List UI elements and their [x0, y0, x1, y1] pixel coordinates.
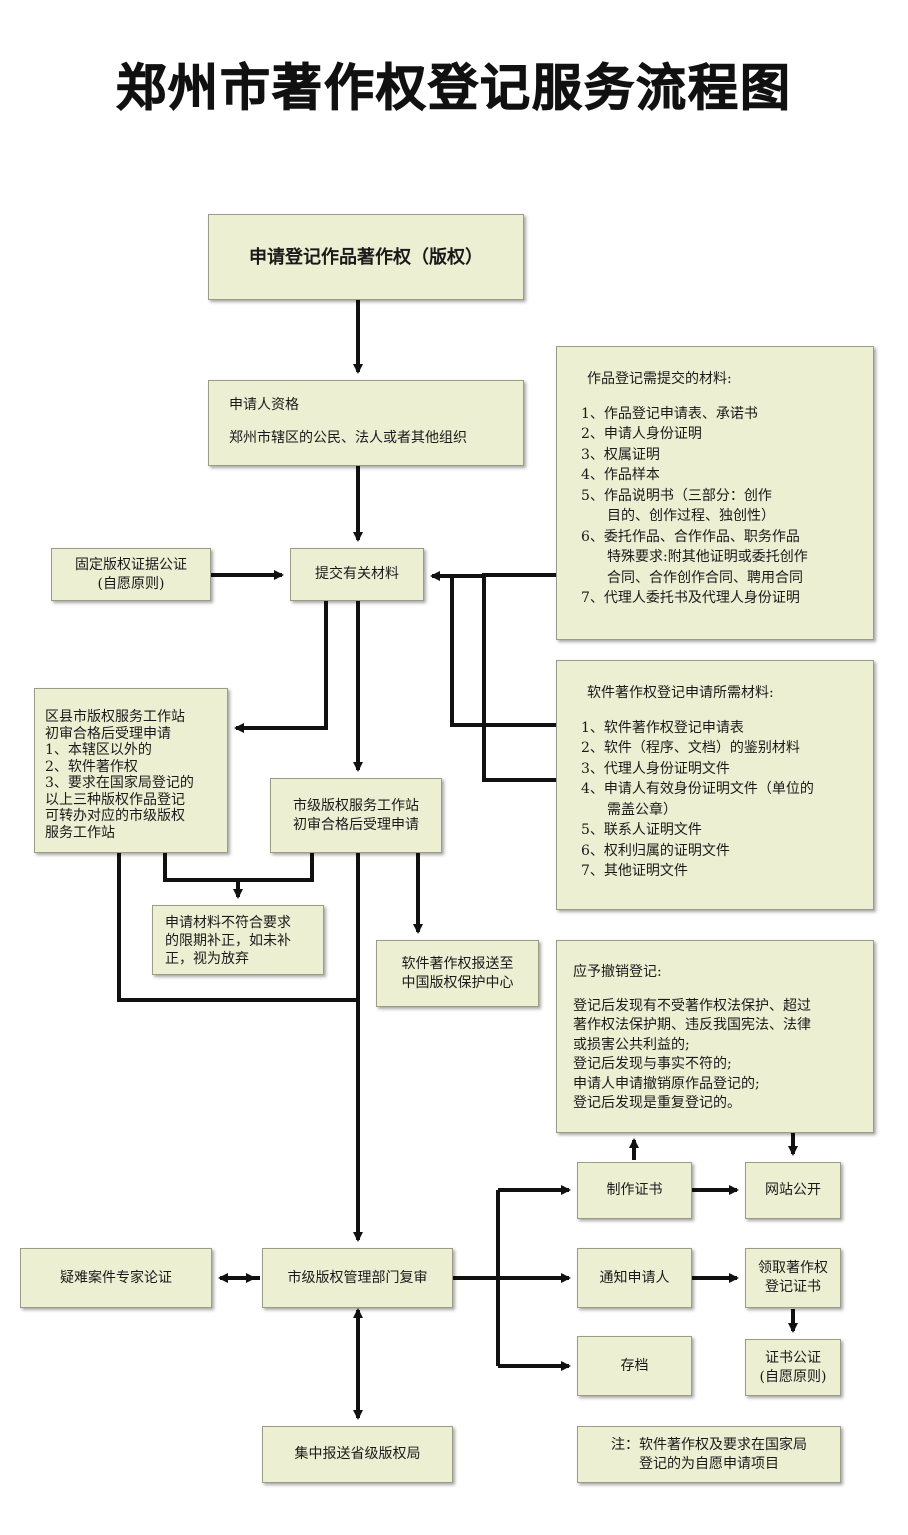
- incomplete-box: 申请材料不符合要求 的限期补正，如未补 正，视为放弃: [152, 905, 324, 975]
- cert-notary-box: 证书公证 (自愿原则): [745, 1339, 841, 1396]
- revoke-box: 应予撤销登记: 登记后发现有不受著作权法保护、超过 著作权法保护期、违反我国宪法…: [556, 940, 874, 1133]
- materials-item: 目的、创作过程、独创性）: [607, 508, 775, 524]
- district-line: 2、软件著作权: [45, 758, 138, 775]
- revoke-item: 著作权法保护期、违反我国宪法、法律: [573, 1017, 811, 1033]
- archive-box: 存档: [577, 1336, 692, 1396]
- revoke-heading: 应予撤销登记:: [573, 964, 662, 980]
- receive-line2: 登记证书: [765, 1279, 821, 1295]
- software-materials-item: 7、其他证明文件: [581, 863, 688, 879]
- revoke-item: 登记后发现有不受著作权法保护、超过: [573, 997, 811, 1014]
- submit-text: 提交有关材料: [315, 566, 399, 582]
- expert-text: 疑难案件专家论证: [60, 1269, 172, 1286]
- city-station-box: 市级版权服务工作站 初审合格后受理申请: [270, 778, 442, 853]
- materials-item: 合同、合作创作合同、聘用合同: [607, 569, 803, 586]
- notary-box: 固定版权证据公证 (自愿原则): [51, 548, 211, 601]
- qualification-box: 申请人资格 郑州市辖区的公民、法人或者其他组织: [208, 380, 524, 466]
- district-line: 以上三种版权作品登记: [45, 791, 185, 808]
- software-materials-item: 需盖公章）: [607, 801, 677, 818]
- notify-text: 通知申请人: [599, 1269, 670, 1286]
- materials-item: 5、作品说明书（三部分：创作: [581, 487, 772, 504]
- note-line1: 注：软件著作权及要求在国家局: [611, 1436, 807, 1453]
- apply-box: 申请登记作品著作权（版权）: [208, 214, 524, 300]
- district-line: 3、要求在国家局登记的: [45, 775, 194, 791]
- notary-line1: 固定版权证据公证: [75, 556, 187, 573]
- software-materials-item: 4、申请人有效身份证明文件（单位的: [581, 781, 814, 797]
- district-line: 区县市版权服务工作站: [45, 709, 185, 725]
- arrow-materials-to-submit: [482, 573, 556, 782]
- incomplete-line: 正，视为放弃: [165, 951, 249, 967]
- review-text: 市级版权管理部门复审: [287, 1269, 428, 1286]
- submit-box: 提交有关材料: [290, 548, 424, 601]
- province-box: 集中报送省级版权局: [262, 1426, 453, 1483]
- software-materials-item: 5、联系人证明文件: [581, 822, 702, 838]
- arrow-submit-to-district: [234, 601, 328, 733]
- cert-notary-line1: 证书公证: [765, 1349, 821, 1366]
- qualification-text: 郑州市辖区的公民、法人或者其他组织: [229, 430, 467, 446]
- notify-box: 通知申请人: [577, 1248, 692, 1308]
- revoke-item: 或损害公共利益的;: [573, 1036, 690, 1053]
- note-line2: 登记的为自愿申请项目: [639, 1455, 779, 1472]
- district-line: 1、本辖区以外的: [45, 742, 152, 758]
- city-station-line2: 初审合格后受理申请: [293, 816, 419, 833]
- district-line: 初审合格后受理申请: [45, 725, 171, 742]
- qualification-heading: 申请人资格: [229, 397, 299, 413]
- materials-box: 作品登记需提交的材料: 1、作品登记申请表、承诺书 2、申请人身份证明 3、权属…: [556, 346, 874, 640]
- web-public-box: 网站公开: [745, 1162, 841, 1219]
- apply-text: 申请登记作品著作权（版权）: [249, 246, 483, 268]
- software-center-line2: 中国版权保护中心: [401, 974, 514, 991]
- make-cert-text: 制作证书: [606, 1182, 663, 1198]
- web-public-text: 网站公开: [765, 1182, 821, 1198]
- province-text: 集中报送省级版权局: [294, 1446, 421, 1462]
- materials-item: 6、委托作品、合作作品、职务作品: [581, 528, 800, 545]
- software-materials-item: 1、软件著作权登记申请表: [581, 719, 744, 736]
- review-box: 市级版权管理部门复审: [262, 1248, 453, 1308]
- incomplete-line: 申请材料不符合要求: [165, 915, 291, 931]
- receive-box: 领取著作权 登记证书: [745, 1248, 841, 1308]
- receive-line1: 领取著作权: [758, 1260, 828, 1276]
- revoke-item: 登记后发现是重复登记的。: [573, 1095, 741, 1111]
- software-materials-item: 2、软件（程序、文档）的鉴别材料: [581, 740, 800, 756]
- make-cert-box: 制作证书: [577, 1162, 692, 1219]
- materials-item: 3、权属证明: [581, 446, 660, 463]
- materials-item: 7、代理人委托书及代理人身份证明: [581, 590, 800, 606]
- software-materials-heading: 软件著作权登记申请所需材料:: [587, 685, 774, 701]
- district-line: 可转办对应的市级版权: [45, 808, 185, 824]
- revoke-item: 登记后发现与事实不符的;: [573, 1056, 732, 1072]
- software-materials-box: 软件著作权登记申请所需材料: 1、软件著作权登记申请表 2、软件（程序、文档）的…: [556, 660, 874, 910]
- line-district-to-review: [117, 853, 358, 1002]
- notary-line2: (自愿原则): [97, 575, 165, 592]
- page-title: 郑州市著作权登记服务流程图: [116, 59, 792, 118]
- materials-item: 4、作品样本: [581, 467, 660, 483]
- arrow-to-incomplete: [163, 853, 314, 882]
- cert-notary-line2: (自愿原则): [759, 1368, 827, 1385]
- software-materials-item: 3、代理人身份证明文件: [581, 760, 730, 777]
- note-box: 注：软件著作权及要求在国家局 登记的为自愿申请项目: [577, 1426, 841, 1483]
- revoke-item: 申请人申请撤销原作品登记的;: [573, 1075, 760, 1092]
- incomplete-line: 的限期补正，如未补: [165, 933, 291, 949]
- materials-item: 特殊要求:附其他证明或委托创作: [607, 549, 808, 565]
- software-center-line1: 软件著作权报送至: [401, 955, 514, 972]
- software-materials-item: 6、权利归属的证明文件: [581, 842, 730, 859]
- district-line: 服务工作站: [45, 824, 115, 841]
- materials-item: 2、申请人身份证明: [581, 426, 702, 442]
- materials-heading: 作品登记需提交的材料:: [587, 371, 732, 387]
- city-station-line1: 市级版权服务工作站: [293, 797, 419, 814]
- archive-text: 存档: [620, 1357, 649, 1374]
- software-center-box: 软件著作权报送至 中国版权保护中心: [376, 940, 539, 1007]
- district-station-box: 区县市版权服务工作站 初审合格后受理申请 1、本辖区以外的 2、软件著作权 3、…: [34, 688, 228, 853]
- materials-item: 1、作品登记申请表、承诺书: [581, 405, 758, 422]
- expert-box: 疑难案件专家论证: [20, 1248, 212, 1308]
